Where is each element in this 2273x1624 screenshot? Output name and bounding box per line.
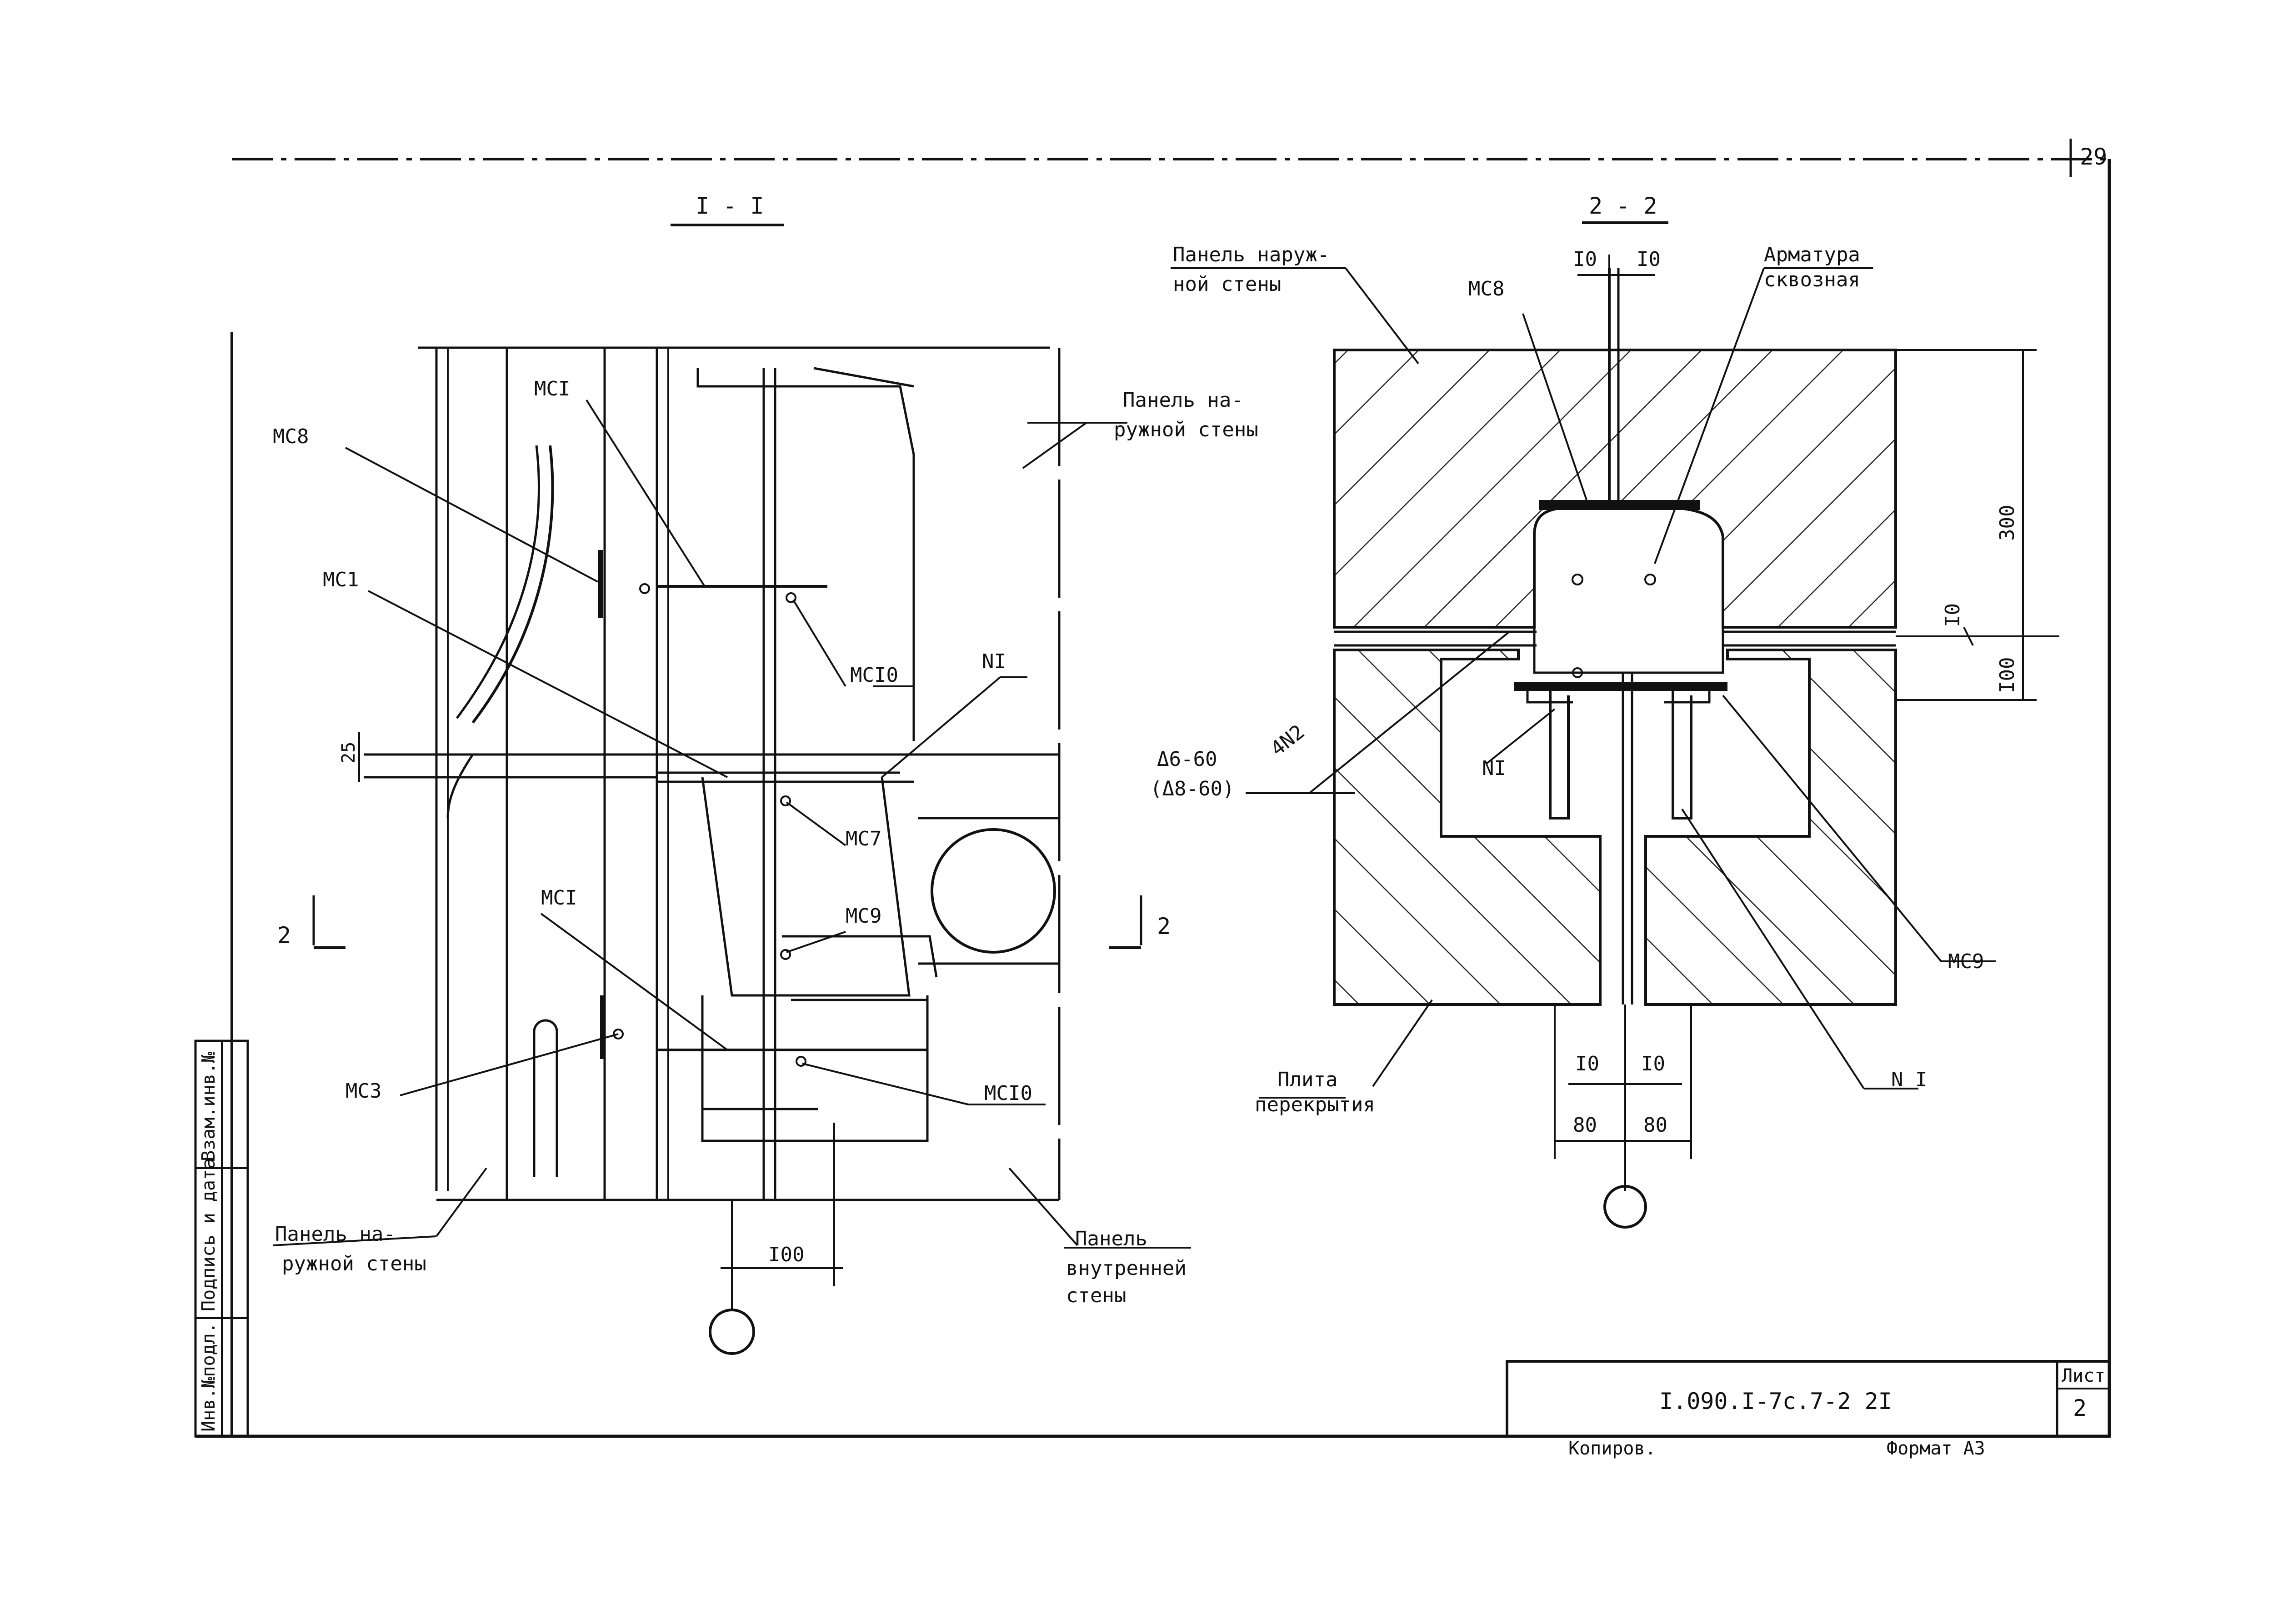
label-n1: NI: [982, 650, 1006, 673]
cut-marker-right: 2: [1157, 913, 1171, 939]
label-mc1-top: MCI: [534, 377, 570, 400]
list-label: Лист: [2062, 1365, 2105, 1386]
label-slab-1: Плита: [1277, 1068, 1337, 1091]
section-2-drawing: [1171, 221, 2059, 1229]
dim-80-right: 80: [1643, 1114, 1667, 1137]
dim-10-bottom-right: I0: [1641, 1052, 1665, 1075]
side-stamp: [194, 1039, 249, 1438]
label-mc10-bottom: MCI0: [984, 1082, 1032, 1105]
label-mc1-bottom: MCI: [541, 886, 577, 909]
label-rebar-1: Арматура: [1764, 243, 1860, 266]
title-block: [1506, 1360, 2111, 1438]
stamp-inv-podl: Инв.№подл.: [198, 1322, 219, 1432]
label-n1-left: NI: [1482, 757, 1506, 780]
stamp-vzam-inv: Взам.инв.№: [198, 1052, 219, 1161]
label-panel-outer-2: ной стены: [1173, 273, 1281, 296]
label-n1-right: N I: [1891, 1068, 1927, 1091]
dim-80-left: 80: [1573, 1114, 1597, 1137]
document-code: I.090.I-7c.7-2 2I: [1659, 1388, 1892, 1414]
section-2-title: 2 - 2: [1589, 193, 1657, 219]
label-mc7: MC7: [846, 827, 881, 850]
dim-10-bottom-left: I0: [1575, 1052, 1599, 1075]
label-mc9: MC9: [1948, 950, 1984, 973]
dim-10-side: I0: [1941, 603, 1964, 627]
label-panel-inner-1: Панель: [1075, 1227, 1147, 1250]
dim-10-top-right: I0: [1637, 248, 1661, 271]
label-weld-2: (Δ8-60): [1150, 777, 1234, 800]
label-panel-inner-2: внутренней: [1066, 1257, 1187, 1280]
label-rebar-2: сквозная: [1764, 268, 1860, 291]
label-panel-outer-right-1: Панель на-: [1123, 389, 1243, 412]
section-1-title: I - I: [696, 193, 764, 219]
label-mc1-left: MC1: [323, 568, 359, 591]
stamp-signature-date: Подпись и дата: [198, 1158, 219, 1311]
dim-100-side: I00: [1996, 657, 2019, 693]
label-panel-inner-3: стены: [1066, 1284, 1126, 1307]
label-weld-n2: 4N2: [1266, 720, 1309, 761]
copied-label: Копиров.: [1568, 1438, 1656, 1459]
format-label: Формат А3: [1887, 1438, 1985, 1459]
label-weld-1: Δ6-60: [1157, 748, 1217, 771]
dim-25: 25: [338, 742, 359, 764]
label-mc9: MC9: [846, 904, 881, 928]
dim-100: I00: [768, 1243, 804, 1266]
label-mc10-top: MCI0: [850, 664, 898, 687]
label-mc3: MC3: [345, 1079, 381, 1103]
label-mc8: MC8: [273, 425, 309, 448]
label-panel-outer-right-2: ружной стены: [1114, 418, 1258, 441]
dim-300: 300: [1996, 505, 2019, 541]
dim-10-top-left: I0: [1573, 248, 1597, 271]
label-panel-outer-left-2: ружной стены: [282, 1252, 426, 1275]
list-number: 2: [2073, 1395, 2087, 1421]
label-panel-outer-1: Панель наруж-: [1173, 243, 1329, 266]
section-1-drawing: [272, 224, 1191, 1355]
label-mc8: MC8: [1468, 277, 1504, 300]
page-number: 29: [2080, 144, 2107, 170]
cut-marker-left: 2: [277, 922, 291, 949]
label-slab-2: перекрытия: [1255, 1093, 1375, 1116]
label-panel-outer-left-1: Панель на-: [275, 1223, 396, 1246]
